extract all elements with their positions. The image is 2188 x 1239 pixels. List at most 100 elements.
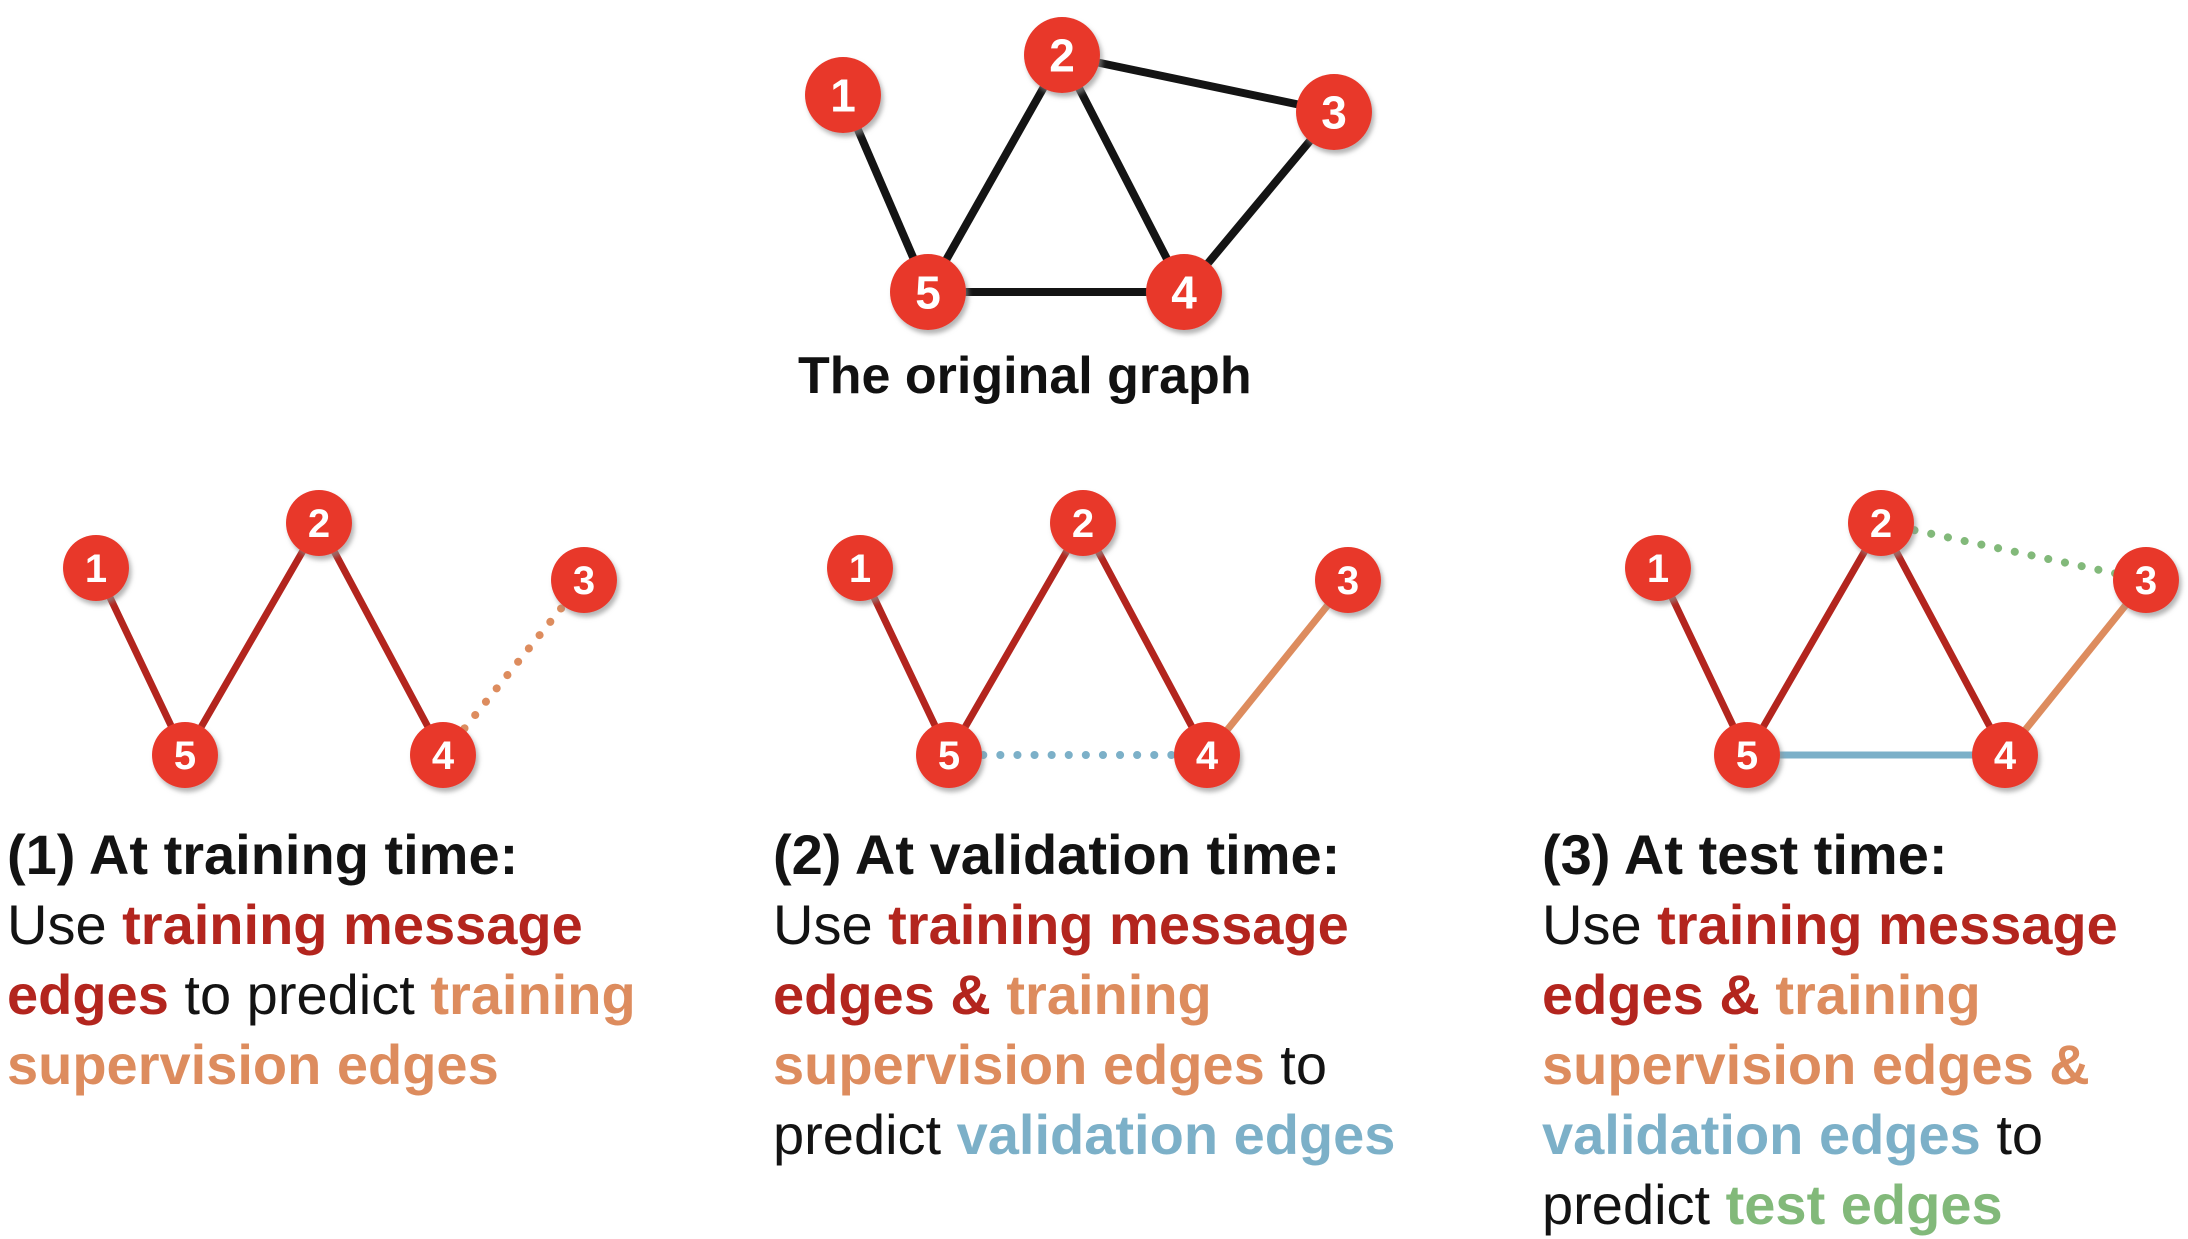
validation-caption-line-2: Use training message: [773, 890, 1395, 960]
test-caption-segment: to: [1980, 1103, 2044, 1166]
original-node-label-3: 3: [1321, 86, 1347, 138]
original-node-label-5: 5: [915, 266, 941, 318]
test-graph: 1 2 3 5 4: [1625, 490, 2179, 788]
validation-node-4: [1174, 722, 1240, 788]
caption-training: (1) At training time:Use training messag…: [7, 820, 636, 1100]
validation-caption-line-4: supervision edges to: [773, 1030, 1395, 1100]
training-edge-2-4-message: [315, 521, 447, 757]
test-edge-2-3-test: [1877, 519, 2150, 584]
validation-edge-1-5-message: [856, 566, 953, 757]
training-node-label-2: 2: [308, 502, 330, 546]
validation-caption-line-3: edges & training: [773, 960, 1395, 1030]
test-node-5: [1714, 722, 1780, 788]
training-node-label-1: 1: [85, 547, 107, 591]
original-graph: 1 2 3 5 4: [805, 17, 1372, 330]
test-caption-line-1: (3) At test time:: [1542, 820, 2118, 890]
validation-caption-line-5: predict validation edges: [773, 1100, 1395, 1170]
validation-caption-segment: predict: [773, 1103, 957, 1166]
training-edge-1-5-message: [92, 566, 189, 757]
original-node-4: [1146, 254, 1222, 330]
validation-caption-segment: edges &: [773, 963, 1007, 1026]
original-node-label-2: 2: [1049, 29, 1075, 81]
validation-edge-2-5-message: [945, 521, 1087, 757]
original-graph-caption: The original graph: [798, 347, 1252, 405]
validation-edge-2-4-message: [1079, 521, 1211, 757]
test-caption-segment: edges &: [1542, 963, 1776, 1026]
test-node-label-3: 3: [2135, 559, 2157, 603]
original-node-5: [890, 254, 966, 330]
training-node-3: [551, 547, 617, 613]
training-caption-segment: to predict: [168, 963, 431, 1026]
validation-caption-segment: to: [1264, 1033, 1327, 1096]
caption-validation: (2) At validation time:Use training mess…: [773, 820, 1395, 1170]
validation-node-label-2: 2: [1072, 502, 1094, 546]
test-caption-segment: test edges: [1725, 1173, 2003, 1236]
training-caption-segment: training message: [122, 893, 583, 956]
training-node-4: [410, 722, 476, 788]
test-caption-line-3: edges & training: [1542, 960, 2118, 1030]
test-node-label-4: 4: [1994, 734, 2017, 778]
validation-edge-4-3-supervision: [1204, 577, 1351, 758]
validation-caption-segment: training: [1006, 963, 1212, 1026]
training-node-1: [63, 535, 129, 601]
training-caption-segment: (1) At training time:: [7, 823, 519, 886]
validation-caption-line-1: (2) At validation time:: [773, 820, 1395, 890]
original-node-label-1: 1: [830, 69, 856, 121]
training-caption-segment: training: [430, 963, 636, 1026]
training-caption-line-2: Use training message: [7, 890, 636, 960]
original-edge-2-3-black_edge: [1061, 51, 1335, 116]
test-edge-4-3-supervision: [2002, 577, 2149, 758]
original-edge-2-4-black_edge: [1058, 53, 1188, 294]
test-caption-line-5: validation edges to: [1542, 1100, 2118, 1170]
training-edge-4-3-supervision: [439, 576, 588, 759]
validation-node-label-4: 4: [1196, 734, 1219, 778]
training-caption-segment: Use: [7, 893, 123, 956]
training-edge-2-5-message: [181, 521, 323, 757]
training-caption-segment: supervision edges: [7, 1033, 499, 1096]
validation-node-2: [1050, 490, 1116, 556]
training-caption-line-4: supervision edges: [7, 1030, 636, 1100]
test-edge-1-5-message: [1654, 566, 1751, 757]
test-caption-segment: Use: [1542, 893, 1658, 956]
training-caption-segment: edges: [7, 963, 169, 1026]
test-node-3: [2113, 547, 2179, 613]
test-caption-segment: predict: [1542, 1173, 1726, 1236]
original-node-label-4: 4: [1171, 266, 1197, 318]
training-node-label-5: 5: [174, 734, 196, 778]
training-node-5: [152, 722, 218, 788]
test-node-label-5: 5: [1736, 734, 1758, 778]
validation-node-label-3: 3: [1337, 559, 1359, 603]
validation-caption-segment: supervision edges: [773, 1033, 1265, 1096]
training-node-label-3: 3: [573, 559, 595, 603]
validation-node-3: [1315, 547, 1381, 613]
test-caption-segment: (3) At test time:: [1542, 823, 1948, 886]
validation-node-label-1: 1: [849, 547, 871, 591]
test-caption-line-4: supervision edges &: [1542, 1030, 2118, 1100]
test-node-2: [1848, 490, 1914, 556]
validation-caption-segment: validation edges: [956, 1103, 1396, 1166]
training-node-label-4: 4: [432, 734, 455, 778]
original-node-3: [1296, 74, 1372, 150]
test-caption-segment: training message: [1657, 893, 2118, 956]
test-caption-segment: training: [1775, 963, 1981, 1026]
validation-caption-segment: (2) At validation time:: [773, 823, 1341, 886]
training-graph: 1 2 3 5 4: [63, 490, 617, 788]
training-node-2: [286, 490, 352, 556]
test-caption-segment: validation edges: [1542, 1103, 1981, 1166]
validation-caption-segment: training message: [888, 893, 1349, 956]
test-caption-line-2: Use training message: [1542, 890, 2118, 960]
test-node-label-2: 2: [1870, 502, 1892, 546]
test-caption-segment: supervision edges &: [1542, 1033, 2090, 1096]
original-node-2: [1024, 17, 1100, 93]
original-edge-3-4-black_edge: [1180, 109, 1338, 295]
validation-node-1: [827, 535, 893, 601]
validation-caption-segment: Use: [773, 893, 889, 956]
training-caption-line-1: (1) At training time:: [7, 820, 636, 890]
training-caption-line-3: edges to predict training: [7, 960, 636, 1030]
test-caption-line-6: predict test edges: [1542, 1170, 2118, 1239]
test-node-label-1: 1: [1647, 547, 1669, 591]
